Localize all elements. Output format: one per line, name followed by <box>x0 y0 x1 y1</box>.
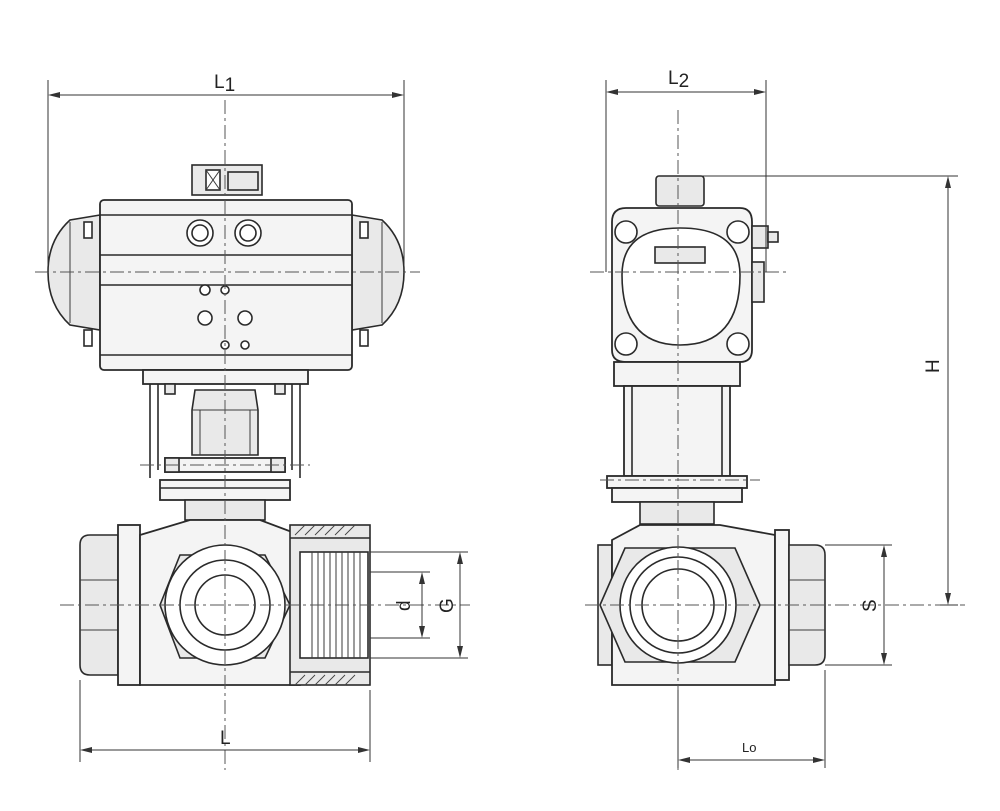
dimension-d: d <box>370 571 430 639</box>
dimension-L: L <box>79 680 371 762</box>
side-bracket <box>606 361 748 525</box>
label-G: G <box>437 598 458 613</box>
dimension-S: S <box>825 544 892 666</box>
front-view: L1 L d G <box>35 72 470 770</box>
side-actuator <box>611 175 779 363</box>
label-H: H <box>923 359 944 373</box>
label-L1: L1 <box>214 72 235 96</box>
label-S: S <box>860 599 881 612</box>
label-d: d <box>394 600 415 611</box>
label-Lo: Lo <box>742 740 756 755</box>
thread-hatch <box>294 524 356 686</box>
side-view: L2 H S Lo <box>585 68 965 770</box>
dimension-L1: L1 <box>47 72 405 272</box>
front-valve-body <box>79 519 371 686</box>
dimension-H: H <box>680 175 958 606</box>
label-L2: L2 <box>668 68 689 92</box>
dimension-G: G <box>370 551 468 659</box>
front-actuator <box>47 164 405 371</box>
label-L: L <box>220 728 231 749</box>
dimension-Lo: Lo <box>677 670 826 768</box>
